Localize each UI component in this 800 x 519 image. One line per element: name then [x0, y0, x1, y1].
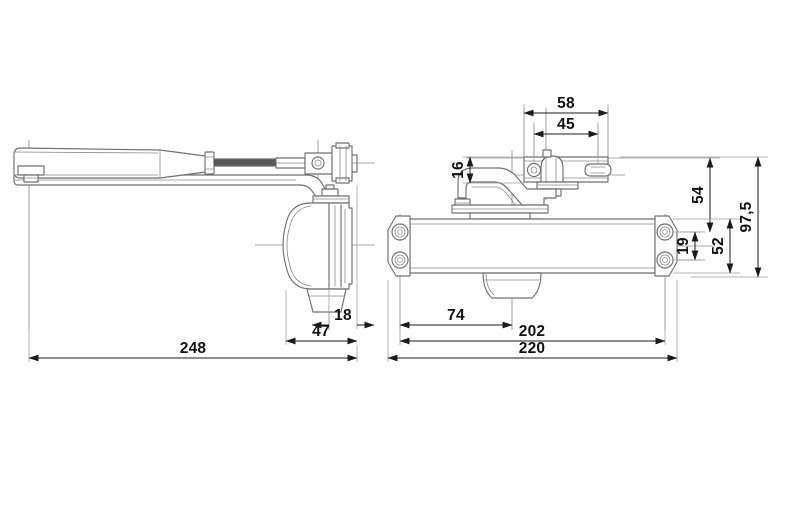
- dim-97-5-text: 97,5: [738, 201, 755, 232]
- dim-248: 248: [28, 190, 358, 362]
- front-view-group: [387, 108, 715, 330]
- dim-19-text: 19: [675, 237, 692, 255]
- front-right-mounting-plate: [654, 215, 678, 277]
- dim-220-text: 220: [519, 340, 545, 357]
- side-body-cap-screw: [312, 184, 350, 204]
- dim-202: 202: [399, 280, 666, 345]
- side-arm-upper: [13, 147, 207, 179]
- dim-220: 220: [387, 280, 678, 362]
- front-body-bottom-boss: [482, 272, 542, 299]
- front-left-mounting-plate: [387, 215, 411, 277]
- dim-248-text: 248: [180, 340, 207, 357]
- dim-19: 19: [673, 231, 700, 261]
- side-arm-clevis: [304, 142, 358, 184]
- side-body-bottom-boss: [306, 288, 347, 313]
- dim-58: 58: [523, 95, 609, 155]
- dim-18: 18: [311, 185, 375, 329]
- dim-202-text: 202: [519, 323, 545, 340]
- dim-45: 45: [533, 116, 599, 163]
- side-arm-collar: [204, 151, 215, 175]
- front-body-housing: [409, 218, 656, 274]
- side-view-group: [13, 140, 375, 330]
- dim-16-text: 16: [450, 161, 467, 179]
- dim-52: 52: [673, 218, 740, 274]
- dim-54-text: 54: [690, 186, 707, 204]
- dim-52-text: 52: [710, 237, 727, 255]
- dim-54: 54: [620, 157, 720, 233]
- dim-58-text: 58: [557, 95, 575, 112]
- dim-18-text: 18: [334, 307, 352, 324]
- dim-47-text: 47: [312, 323, 330, 340]
- side-arm-lower-link: [13, 174, 334, 203]
- dim-47: 47: [285, 290, 358, 345]
- side-arm-thin-rod: [275, 157, 306, 169]
- front-view-dimensions: 58 45 16 19 54: [387, 95, 768, 362]
- side-arm-rod: [213, 158, 277, 167]
- side-arm-pivot-boss: [17, 165, 45, 183]
- side-body-housing: [282, 202, 353, 290]
- dim-74-text: 74: [447, 307, 465, 324]
- dim-97-5: 97,5: [620, 156, 768, 278]
- dim-16: 16: [450, 156, 524, 184]
- dim-45-text: 45: [557, 116, 575, 133]
- front-arm-seat: [451, 204, 549, 220]
- dim-74: 74: [399, 280, 513, 330]
- side-view-dimensions: 18 47 248: [28, 185, 375, 362]
